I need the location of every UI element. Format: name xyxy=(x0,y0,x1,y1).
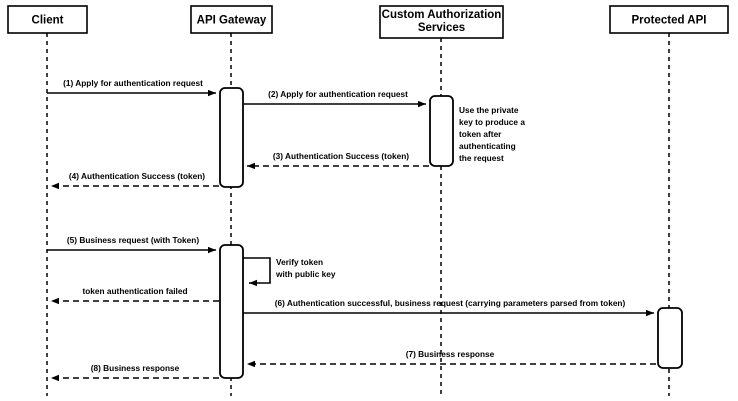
note-private-key-line-3: token after xyxy=(459,129,502,139)
message-1[interactable]: (1) Apply for authentication request xyxy=(47,78,216,97)
message-2[interactable]: (2) Apply for authentication request xyxy=(243,89,426,108)
message-3-label: (3) Authentication Success (token) xyxy=(273,151,409,161)
lifeline-header-client[interactable]: Client xyxy=(7,5,88,34)
message-6-label: (6) Authentication successful, business … xyxy=(275,298,626,308)
lifeline-label-protected-api: Protected API xyxy=(632,15,707,27)
message-1-label: (1) Apply for authentication request xyxy=(63,78,203,88)
message-3[interactable]: (3) Authentication Success (token) xyxy=(247,151,429,170)
message-self-verify-token-label-line2: with public key xyxy=(275,269,336,279)
message-7[interactable]: (7) Business response xyxy=(247,349,656,368)
message-self-verify-token-label-line1: Verify token xyxy=(276,257,323,267)
message-8-label: (8) Business response xyxy=(91,363,180,373)
message-5-label: (5) Business request (with Token) xyxy=(67,235,199,245)
lifeline-label-client: Client xyxy=(32,15,64,27)
lifeline-label-custom-authorization-services-line2: Services xyxy=(418,22,465,34)
lifeline-header-custom-authorization-services[interactable]: Custom Authorization Services xyxy=(379,5,504,39)
message-7-label: (7) Business response xyxy=(406,349,495,359)
message-4[interactable]: (4) Authentication Success (token) xyxy=(51,171,219,190)
message-2-label: (2) Apply for authentication request xyxy=(268,89,408,99)
note-private-key-line-1: Use the private xyxy=(459,105,519,115)
lifeline-label-api-gateway: API Gateway xyxy=(197,15,267,27)
message-self-verify-token-arrow xyxy=(243,257,271,287)
note-private-key: Use the private key to produce a token a… xyxy=(459,105,525,163)
message-6[interactable]: (6) Authentication successful, business … xyxy=(243,298,654,317)
message-self-verify-token[interactable]: Verify token with public key xyxy=(243,257,336,287)
message-5[interactable]: (5) Business request (with Token) xyxy=(47,235,216,254)
lifeline-header-protected-api[interactable]: Protected API xyxy=(609,5,729,34)
note-private-key-line-4: authenticating xyxy=(459,141,516,151)
message-token-authentication-failed[interactable]: token authentication failed xyxy=(51,286,219,305)
note-private-key-line-2: key to produce a xyxy=(459,117,525,127)
message-8[interactable]: (8) Business response xyxy=(51,363,219,382)
activation-bar-api-gateway-business xyxy=(219,244,244,379)
message-4-label: (4) Authentication Success (token) xyxy=(69,171,205,181)
message-token-authentication-failed-label: token authentication failed xyxy=(82,286,187,296)
lifeline-label-custom-authorization-services-line1: Custom Authorization xyxy=(382,9,502,21)
activation-bar-custom-authorization-services xyxy=(429,95,454,167)
activation-bar-api-gateway-auth xyxy=(219,87,244,188)
activation-bar-protected-api xyxy=(657,307,683,369)
note-private-key-line-5: the request xyxy=(459,153,504,163)
lifeline-header-api-gateway[interactable]: API Gateway xyxy=(190,5,273,34)
